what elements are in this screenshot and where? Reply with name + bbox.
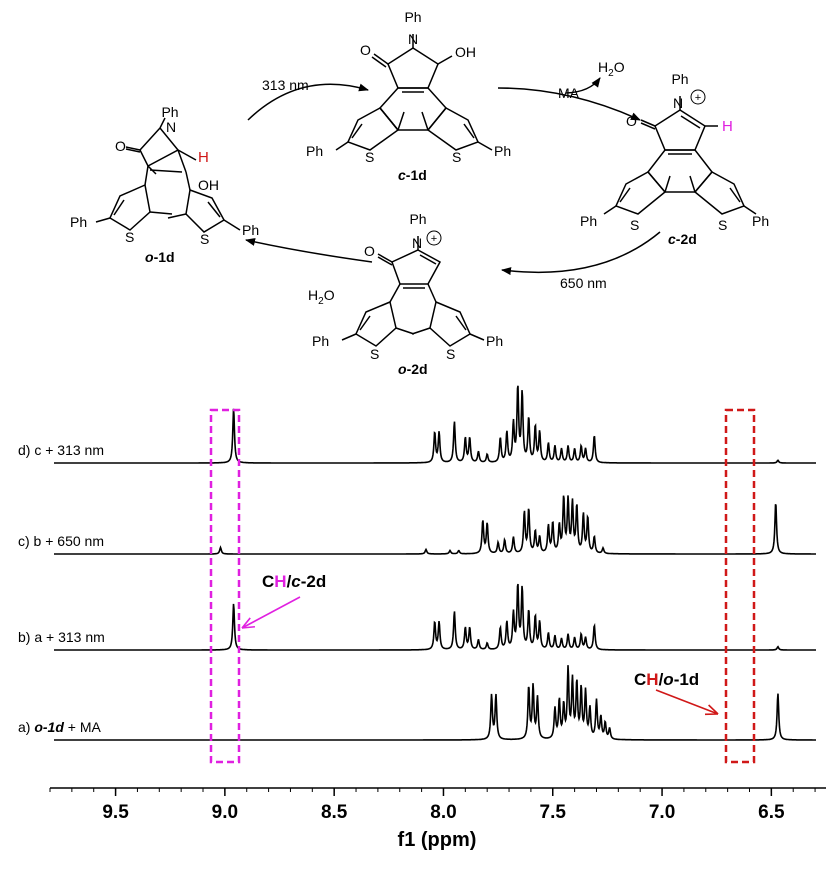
o1d-oh: OH <box>198 177 219 193</box>
highlight-box-magenta <box>209 408 241 764</box>
o2d-n: N <box>412 235 422 251</box>
x-tick-label: 9.5 <box>102 802 129 823</box>
arrow-h2o-release <box>565 77 601 94</box>
x-tick-label: 6.5 <box>758 802 785 823</box>
c1d-o: O <box>360 42 371 58</box>
label-313nm: 313 nm <box>262 77 309 93</box>
nmr-traces <box>54 385 816 741</box>
x-tick-label: 8.0 <box>430 802 456 823</box>
c2d-ph-left: Ph <box>580 213 597 229</box>
c1d-s2: S <box>452 149 461 165</box>
c2d-h: H <box>722 118 733 135</box>
molecule-c-1d <box>335 34 493 151</box>
c2d-s1: S <box>630 217 639 233</box>
o2d-ph-left: Ph <box>312 333 329 349</box>
o2d-label: o-2d <box>398 361 428 377</box>
arrow-313nm <box>247 83 369 121</box>
series-label: a) o-1d + MA <box>18 719 102 735</box>
c1d-ph-left: Ph <box>306 143 323 159</box>
spectrum-trace <box>54 583 816 651</box>
o1d-o: O <box>115 138 126 154</box>
reaction-scheme: Ph N O H OH Ph S S Ph o-1d Ph N O OH Ph … <box>70 9 769 377</box>
nmr-highlight-boxes <box>209 408 756 764</box>
c2d-ph-top: Ph <box>671 71 688 87</box>
x-tick-label: 9.0 <box>212 802 238 823</box>
x-tick-label: 8.5 <box>321 802 348 823</box>
c2d-s2: S <box>718 217 727 233</box>
c1d-s1: S <box>365 149 374 165</box>
o2d-ph-top: Ph <box>409 211 426 227</box>
series-label: d) c + 313 nm <box>18 442 104 458</box>
o1d-ph-left: Ph <box>70 214 87 230</box>
c2d-plus: + <box>695 92 701 104</box>
label-h2o-release: H2O <box>598 59 625 79</box>
series-label: b) a + 313 nm <box>18 629 105 645</box>
c1d-n: N <box>408 31 418 47</box>
c2d-plus-circle <box>690 89 706 105</box>
x-axis-title: f1 (ppm) <box>398 829 477 851</box>
series-label: c) b + 650 nm <box>18 533 104 549</box>
spectrum-trace <box>54 665 816 741</box>
arrow-magenta <box>241 596 301 629</box>
c1d-ph-right: Ph <box>494 143 511 159</box>
o1d-s2: S <box>200 231 209 247</box>
c1d-label: c-1d <box>398 167 427 183</box>
arrow-red-head <box>704 704 719 716</box>
molecule-o-1d <box>95 117 241 233</box>
o2d-s1: S <box>370 346 379 362</box>
o1d-ph-right: Ph <box>242 222 259 238</box>
o2d-plus: + <box>431 233 437 245</box>
c1d-oh: OH <box>455 44 476 60</box>
c2d-o: O <box>626 113 637 129</box>
label-ma: MA <box>558 85 580 101</box>
arrow-h2o-add <box>245 238 373 263</box>
o2d-o: O <box>364 243 375 259</box>
nmr-series-labels: d) c + 313 nm c) b + 650 nm b) a + 313 nm a… <box>18 442 105 735</box>
arrow-magenta-head <box>241 617 256 629</box>
label-h2o-add: H2O <box>308 287 335 307</box>
o1d-n: N <box>166 119 176 135</box>
c1d-ph-top: Ph <box>404 9 421 25</box>
o1d-label: o-1d <box>145 249 175 265</box>
arrow-red <box>655 689 719 715</box>
molecule-c-2d <box>603 96 757 215</box>
spectrum-trace <box>54 495 816 555</box>
c2d-label: c-2d <box>668 231 697 247</box>
x-tick-label: 7.5 <box>540 802 567 823</box>
nmr-x-axis: 9.5 9.0 8.5 8.0 7.5 7.0 6.5 <box>49 787 826 823</box>
annotation-ch-o1d: CH/o-1d <box>634 670 699 689</box>
c2d-n: N <box>673 95 683 111</box>
o1d-h: H <box>198 149 209 166</box>
o1d-ph-top: Ph <box>161 104 178 120</box>
molecule-o-2d <box>341 236 485 347</box>
o1d-s1: S <box>125 229 134 245</box>
annotation-ch-c2d: CH/c-2d <box>262 572 326 591</box>
o2d-s2: S <box>446 346 455 362</box>
o2d-plus-circle <box>426 230 442 246</box>
highlight-box-red <box>724 408 756 764</box>
c2d-ph-right: Ph <box>752 213 769 229</box>
label-650nm: 650 nm <box>560 275 607 291</box>
spectrum-trace <box>54 385 816 464</box>
arrow-650nm <box>501 231 661 276</box>
arrow-ma <box>497 87 641 121</box>
x-tick-label: 7.0 <box>649 802 675 823</box>
o2d-ph-right: Ph <box>486 333 503 349</box>
